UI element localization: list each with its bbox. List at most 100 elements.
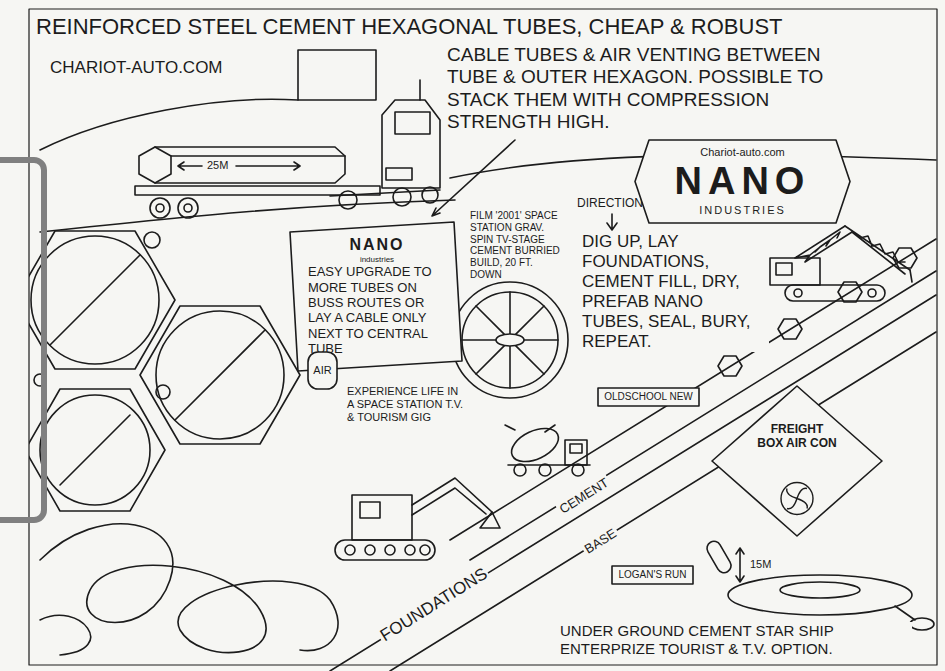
leader-line: [432, 140, 515, 216]
crane-part: [770, 258, 820, 285]
cement-mixer-part: [539, 464, 551, 476]
track-lines-part: [893, 248, 917, 268]
excavator-part: [405, 545, 415, 555]
winding-loops-part: [40, 615, 91, 655]
starship-saucer-part: [895, 606, 915, 620]
note-text: FILM '2001' SPACE STATION GRAV. SPIN TV-…: [468, 210, 564, 281]
truck-part: [382, 100, 440, 188]
crane-part: [868, 289, 876, 297]
spin-wheel-part: [462, 292, 558, 388]
tag-box: OLDSCHOOL NEW: [598, 388, 699, 406]
truck-part: [156, 204, 164, 212]
air-box: AIR: [308, 352, 337, 389]
crane-part: [910, 270, 912, 282]
clipboard-clip: [0, 160, 44, 520]
spin-wheel: [452, 282, 568, 398]
freight-diamond: FREIGHT BOX AIR CON: [712, 386, 882, 536]
tube-piece-part: [704, 539, 733, 575]
title-text: REINFORCED STEEL CEMENT HEXAGONAL TUBES,…: [34, 14, 785, 40]
excavator-part: [420, 545, 430, 555]
crane-part: [776, 263, 792, 275]
track-lines-part: [838, 282, 862, 302]
website-text: CHARIOT-AUTO.COM: [48, 58, 225, 78]
cement-mixer-part: [514, 464, 526, 476]
truck-part: [419, 80, 421, 100]
hexagon-tubes-part: [60, 415, 130, 485]
starship-saucer-part: [910, 618, 934, 630]
track-lines-part: [778, 319, 802, 339]
truck: [135, 80, 440, 218]
hexagon-tubes-part: [50, 255, 140, 345]
truck-part: [178, 198, 198, 218]
truck-part: [135, 186, 380, 195]
page-border-part: [29, 9, 937, 665]
cement-mixer-part: [505, 425, 555, 432]
note-text: UNDER GROUND CEMENT STAR SHIP ENTERPRIZE…: [558, 622, 912, 657]
air-label: AIR: [313, 364, 332, 377]
hexagon-tubes-part: [144, 232, 160, 248]
spin-wheel-part: [462, 292, 558, 388]
hexagon-tubes-part: [140, 306, 300, 444]
logo-box: Chariot-auto.comNANOINDUSTRIES: [635, 140, 850, 223]
note-text: CABLE TUBES & AIR VENTING BETWEEN TUBE &…: [445, 44, 869, 134]
excavator-part: [335, 540, 435, 560]
depth-arrow: [736, 548, 744, 582]
tag-text: LOGAN'S RUN: [618, 569, 687, 581]
truck-part: [155, 147, 345, 183]
logo-outline: [635, 140, 850, 223]
cement-mixer-part: [572, 464, 584, 476]
hills-part: [298, 50, 376, 100]
cement-mixer: [505, 422, 590, 476]
crane: [770, 226, 912, 301]
starship-saucer-part: [728, 575, 912, 615]
excavator-part: [352, 495, 412, 540]
track-lines-part: [718, 356, 742, 376]
truck-part: [171, 155, 345, 157]
callout-box: NANOindustriesEASY UPGRADE TO MORE TUBES…: [290, 222, 462, 371]
cement-mixer-part: [565, 440, 587, 465]
excavator-part: [360, 502, 380, 518]
sketch-lines: [0, 9, 937, 671]
note-text: EXPERIENCE LIFE IN A SPACE STATION T.V. …: [345, 385, 469, 424]
starship-saucer-part: [780, 582, 860, 598]
crane-part: [795, 226, 852, 262]
hexagon-tubes-part: [40, 395, 150, 505]
hexagon-tubes-part: [175, 330, 265, 420]
layer-label: BASE: [580, 524, 621, 558]
excavator: [335, 478, 500, 560]
track-lines-part: [390, 332, 936, 671]
tag-outline: [612, 566, 693, 584]
crane-part: [794, 289, 802, 297]
layer-label: CEMENT: [555, 474, 613, 518]
excavator-part: [480, 512, 500, 528]
process-note: DIG UP, LAY FOUNDATIONS, CEMENT FILL, DR…: [580, 232, 769, 352]
directions-arrow: [607, 214, 617, 230]
truck-part: [150, 198, 170, 218]
tag-box: LOGAN'S RUN: [612, 566, 693, 584]
dimension-label: 15M: [748, 558, 773, 571]
page-border: [29, 9, 937, 665]
excavator-part: [412, 478, 492, 515]
hexagon-tubes-part: [29, 389, 165, 511]
excavator-part: [365, 545, 375, 555]
tag-text: OLDSCHOOL NEW: [604, 391, 693, 403]
truck-part: [395, 112, 430, 134]
tag-outline: [598, 388, 699, 406]
dimension-label: 25M: [205, 159, 230, 172]
hexagon-tubes-part: [31, 236, 159, 364]
truck-part: [386, 168, 412, 180]
leader-line-part: [432, 140, 515, 216]
crane-part: [845, 226, 910, 274]
logo-word: NANO: [659, 159, 826, 204]
spin-wheel-part: [452, 282, 568, 398]
winding-loops-part: [40, 524, 338, 653]
truck-part: [422, 187, 438, 203]
fan-ring: [781, 483, 813, 515]
truck-part: [178, 162, 202, 170]
hills-part: [40, 99, 298, 150]
diamond-outline: [712, 386, 882, 536]
excavator-part: [385, 545, 395, 555]
hexagon-tubes-part: [156, 311, 284, 439]
truck-part: [339, 191, 357, 209]
